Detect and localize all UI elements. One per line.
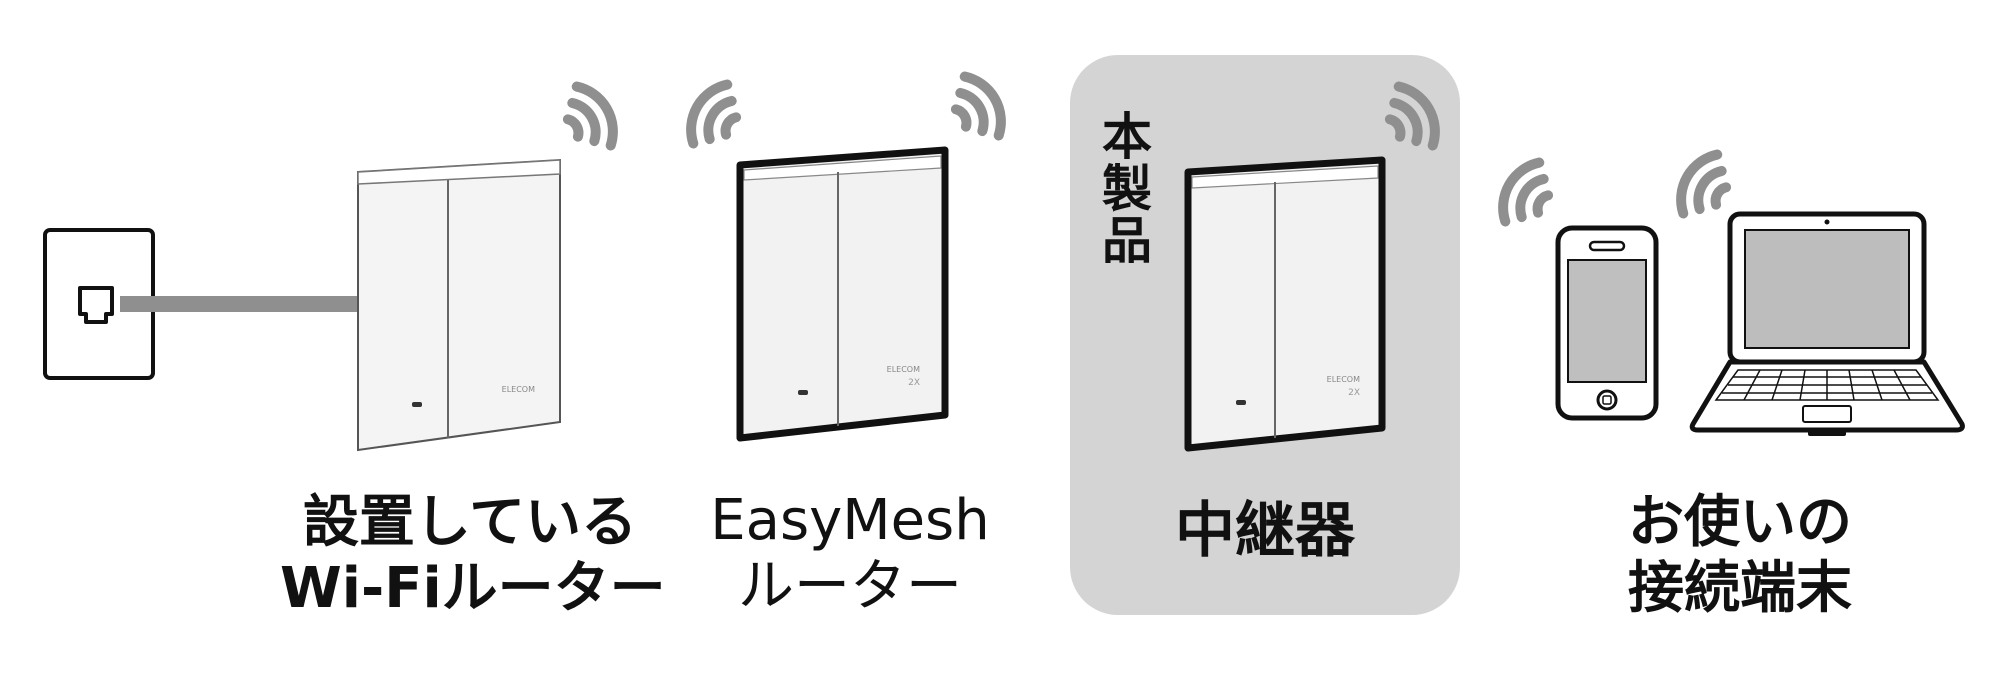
spec-mark: 2X [1348, 388, 1360, 398]
repeater-label: 中継器 [1130, 496, 1400, 567]
wifi-signal-icon [1676, 149, 1732, 219]
wifi-signal-icon [950, 71, 1006, 141]
client-devices-label: お使いの 接続端末 [1570, 490, 1910, 622]
label-line: 設置している [302, 490, 638, 555]
wireless-router-icon: ELECOM 2X [736, 146, 949, 442]
smartphone-icon [1555, 225, 1659, 421]
wifi-signal-icon [1384, 81, 1440, 151]
label-line: 接続端末 [1628, 556, 1852, 622]
label-line: ルーター [738, 554, 962, 620]
wifi-signal-icon [1498, 157, 1554, 227]
brand-mark: ELECOM [502, 385, 535, 394]
product-badge: 本製品 [1094, 110, 1152, 266]
wifi-signal-icon [562, 81, 618, 151]
lan-cable [120, 296, 360, 312]
easymesh-router-label: EasyMesh ルーター [690, 488, 1010, 620]
label-line: お使いの [1628, 490, 1852, 555]
wireless-router-icon: ELECOM 2X [1184, 156, 1386, 452]
spec-mark: 2X [908, 378, 920, 388]
label-line: EasyMesh [710, 488, 990, 553]
wifi-signal-icon [686, 79, 742, 149]
brand-mark: ELECOM [887, 365, 920, 374]
label-line: Wi-Fiルーター [280, 556, 666, 622]
wall-lan-outlet-icon [43, 228, 155, 380]
label-line: 中継器 [1175, 496, 1355, 566]
wireless-router-icon: ELECOM [357, 158, 561, 452]
laptop-icon [1689, 211, 1965, 436]
wifi-router-label: 設置している Wi-Fiルーター [280, 490, 666, 622]
brand-mark: ELECOM [1327, 375, 1360, 384]
